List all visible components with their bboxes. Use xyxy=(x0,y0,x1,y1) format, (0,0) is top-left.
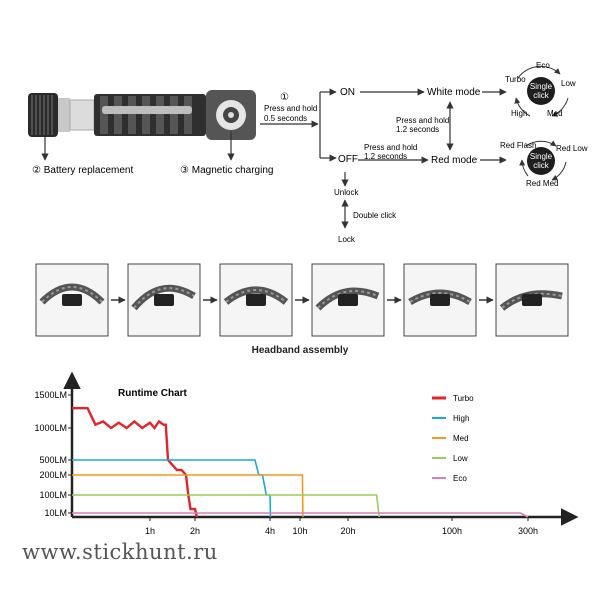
flashlight-image xyxy=(28,90,256,140)
y-tick-label: 200LM xyxy=(39,470,67,480)
red-cycle-center-line2: click xyxy=(533,161,550,170)
step1-text-line1: Press and hold xyxy=(264,104,317,113)
x-tick-label: 300h xyxy=(518,526,538,536)
x-tick-label: 20h xyxy=(340,526,355,536)
step1-number: ① xyxy=(280,92,289,103)
series-line-med xyxy=(72,474,304,518)
red-cycle-med: Red Med xyxy=(526,179,558,188)
red-mode-cycle: Single click Red Flash Red Low Red Med xyxy=(500,140,588,188)
red-cycle-center-line1: Single xyxy=(530,152,553,161)
legend-label-eco: Eco xyxy=(453,474,467,483)
x-tick-label: 4h xyxy=(265,526,275,536)
legend-label-med: Med xyxy=(453,434,469,443)
series-line-eco xyxy=(72,512,529,518)
double-click-label: Double click xyxy=(353,211,397,220)
switch-hold-line1: Press and hold xyxy=(396,116,449,125)
headband-step-1 xyxy=(35,263,109,337)
chart-title: Runtime Chart xyxy=(118,388,188,399)
watermark: www.stickhunt.ru xyxy=(22,540,218,564)
magnetic-charging-label: ③ Magnetic charging xyxy=(180,165,273,176)
white-cycle-center-line1: Single xyxy=(530,82,553,91)
switch-hold-line2: 1.2 seconds xyxy=(396,125,439,134)
y-tick-label: 500LM xyxy=(39,455,67,465)
headband-step-2 xyxy=(127,263,201,337)
white-mode-label: White mode xyxy=(427,87,481,98)
headband-assembly-steps xyxy=(35,263,569,337)
legend-label-low: Low xyxy=(453,454,468,463)
white-cycle-eco: Eco xyxy=(536,61,550,70)
on-label: ON xyxy=(340,87,355,98)
red-cycle-flash: Red Flash xyxy=(500,141,536,150)
y-tick-label: 100LM xyxy=(39,490,67,500)
headband-step-3 xyxy=(219,263,293,337)
red-mode-label: Red mode xyxy=(431,155,478,166)
white-cycle-med: Med xyxy=(547,109,563,118)
y-tick-label: 1000LM xyxy=(34,423,67,433)
unlock-label: Unlock xyxy=(334,188,359,197)
white-mode-cycle: Single click Eco Low Med High Turbo xyxy=(505,61,576,118)
white-cycle-low: Low xyxy=(561,79,576,88)
white-cycle-high: High xyxy=(511,109,527,118)
headband-step-5 xyxy=(403,263,477,337)
off-label: OFF xyxy=(338,154,358,165)
legend-label-turbo: Turbo xyxy=(453,394,474,403)
off-hold-line1: Press and hold xyxy=(364,143,417,152)
legend-label-high: High xyxy=(453,414,469,423)
step1-text-line2: 0.5 seconds xyxy=(264,114,307,123)
white-cycle-center-line2: click xyxy=(533,91,550,100)
series-line-turbo xyxy=(72,407,199,518)
headband-step-4 xyxy=(311,263,385,337)
battery-replacement-label: ② Battery replacement xyxy=(32,165,133,176)
operation-diagram: ② Battery replacement ③ Magnetic chargin… xyxy=(28,61,588,244)
red-cycle-low: Red Low xyxy=(556,144,588,153)
x-tick-label: 2h xyxy=(190,526,200,536)
white-cycle-turbo: Turbo xyxy=(505,75,526,84)
x-tick-label: 10h xyxy=(292,526,307,536)
y-tick-label: 1500LM xyxy=(34,390,67,400)
headband-assembly-title: Headband assembly xyxy=(251,345,349,356)
runtime-chart: Runtime Chart 1500LM 1000LM 500LM 200LM 100LM… xyxy=(34,371,579,536)
headband-step-6 xyxy=(495,263,569,337)
x-tick-label: 100h xyxy=(442,526,462,536)
lock-label: Lock xyxy=(338,235,356,244)
series-line-high xyxy=(72,459,272,518)
series-line-low xyxy=(72,494,380,518)
off-hold-line2: 1.2 seconds xyxy=(364,152,407,161)
y-tick-label: 10LM xyxy=(44,508,67,518)
x-tick-label: 1h xyxy=(145,526,155,536)
